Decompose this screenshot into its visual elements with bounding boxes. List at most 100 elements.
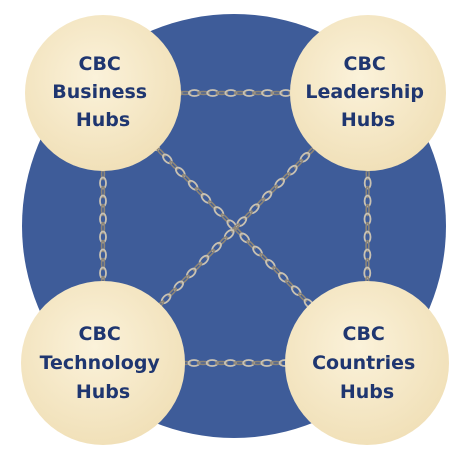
chain-link [293,158,304,169]
chain-link [243,210,253,220]
chain-link [236,216,248,227]
chain-link [265,258,276,270]
chain-link [249,203,260,215]
chain-link [246,239,256,250]
chain-link [226,219,238,231]
chain-link [284,279,295,289]
chain-link [198,254,210,266]
chain-link [260,359,274,367]
chain-link [242,359,256,367]
chain-link [270,90,283,96]
hub-leadership-line-3: Hubs [341,109,395,131]
chain-link [365,239,370,253]
chain-link [363,176,372,190]
chain-link [218,236,228,246]
chain-link [211,241,222,253]
hub-countries-circle [285,281,449,445]
chain-link [365,203,370,217]
hub-technology-line-3: Hubs [76,381,130,403]
chain-link [274,177,286,189]
chain-link [363,194,372,208]
chain-link [197,90,210,96]
chain-link [363,266,372,280]
hub-leadership[interactable]: CBC Leadership Hubs [290,15,446,171]
chain-link [365,257,370,271]
chain-link [194,186,205,197]
chain-link [215,360,228,366]
chain-link [272,265,282,276]
chain-link [365,185,370,199]
chain-link [255,197,266,208]
hub-countries[interactable]: CBC Countries Hubs [285,281,449,445]
hub-countries-line-2: Countries [312,352,415,374]
hub-technology-circle [21,281,185,445]
chain-link [192,261,203,272]
hub-technology[interactable]: CBC Technology Hubs [21,281,185,445]
chain-link [185,267,197,279]
chain-link [268,184,279,195]
hub-business-line-2: Business [52,81,147,103]
chain-link [220,213,231,223]
chain-link [99,248,107,262]
chain-link [207,200,218,210]
chain-link [213,206,225,217]
chain-link [181,173,192,184]
chain-link [205,359,219,367]
svg-text:CBC Countries Hubs: CBC Countries Hubs [312,323,422,403]
chain-link [261,89,274,97]
chain-link [252,245,263,257]
hub-technology-line-2: Technology [40,352,161,374]
chain-link [160,293,172,305]
svg-text:CBC Technology Hub: CBC Technology Hubs [40,323,167,403]
chain-link [233,360,246,366]
chain-link [99,194,107,208]
chain-link [99,230,107,244]
chain-link [100,257,106,271]
chain-link [174,166,186,178]
chain-link [363,212,372,226]
chain-link [224,89,238,97]
chain-link [173,280,185,292]
hub-business-line-1: CBC [79,53,121,75]
chain-link [196,360,210,366]
chain-link [251,90,265,96]
chain-link [99,212,107,226]
chain-link [251,360,265,366]
chain-link [239,232,251,244]
svg-text:CBC Business Hubs: CBC Business Hubs [52,53,154,131]
chain-link [281,171,291,182]
chain-link [162,153,173,165]
chain-link [286,164,298,176]
chain-link [277,272,289,283]
chain-link [200,193,212,204]
hub-leadership-line-1: CBC [344,53,386,75]
svg-text:CBC Leadership Hub: CBC Leadership Hubs [305,53,430,131]
chain-link [242,89,256,97]
chain-link [100,203,106,217]
hub-countries-line-3: Hubs [340,381,394,403]
chain-link [169,160,179,171]
hub-business[interactable]: CBC Business Hubs [25,15,181,171]
chain-link [223,359,237,367]
chain-link [187,179,199,191]
chain-link [299,151,311,163]
chain-link [230,223,241,233]
chain-link [363,230,372,244]
chain-link [99,176,107,190]
chain-link [100,185,106,199]
chain-link [290,285,302,296]
chain-link [365,221,370,235]
chain-link [259,252,269,263]
chain-link [167,287,178,298]
chain-link [261,190,273,202]
hub-business-line-3: Hubs [76,109,130,131]
chain-link [233,90,247,96]
chain-link [269,360,283,366]
chain-link [187,359,201,367]
hub-leadership-circle [290,15,446,171]
chain-link [100,221,106,235]
hub-technology-line-1: CBC [79,323,121,345]
hub-business-circle [25,15,181,171]
chain-link [223,229,235,240]
